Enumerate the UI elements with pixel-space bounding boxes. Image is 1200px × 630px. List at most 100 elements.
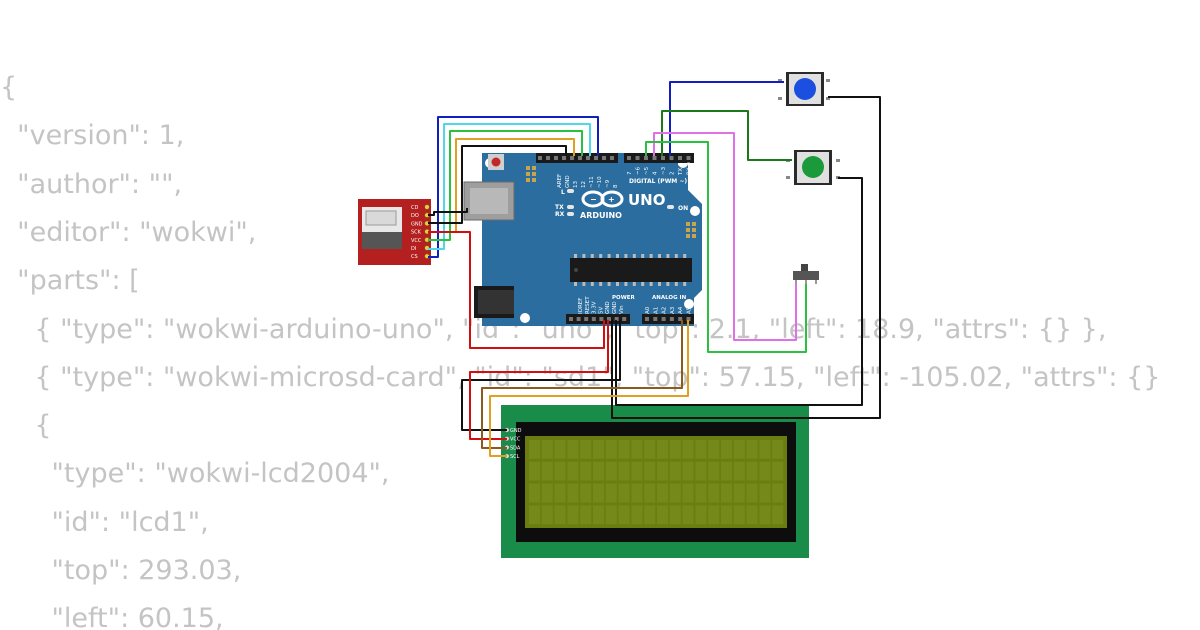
wire-button-green bbox=[661, 110, 792, 161]
code-line: "type": "wokwi-lcd2004", bbox=[0, 458, 390, 490]
wire-lcd-scl bbox=[489, 320, 689, 457]
pin-label: A3 bbox=[670, 306, 676, 314]
digital-label: DIGITAL (PWM ~) bbox=[629, 178, 687, 185]
usb-connector-inner bbox=[470, 188, 508, 214]
wire-sd-gnd bbox=[428, 145, 567, 224]
chip-notch bbox=[574, 268, 578, 272]
led-rx bbox=[567, 212, 574, 216]
pin-label: 12 bbox=[581, 181, 587, 188]
pin-label: ~3 bbox=[661, 166, 667, 175]
led-label-rx: RX bbox=[555, 211, 565, 218]
sd-pin-label: CS bbox=[411, 254, 418, 260]
pin-label: 13 bbox=[573, 181, 579, 188]
power-label: POWER bbox=[612, 295, 636, 301]
pin-label: A0 bbox=[645, 306, 651, 314]
pin-label: RX 0 bbox=[687, 162, 693, 175]
mount-hole bbox=[690, 206, 700, 216]
wires bbox=[428, 81, 881, 457]
code-line: "author": "", bbox=[0, 168, 183, 200]
pin-label: A2 bbox=[662, 307, 668, 314]
model-label: UNO bbox=[628, 191, 666, 209]
sd-card-body bbox=[362, 232, 402, 249]
wire-sd-cd bbox=[428, 231, 605, 349]
button-cap-blue[interactable] bbox=[794, 78, 816, 100]
sd-slot-top bbox=[365, 210, 397, 226]
pin-label: ~11 bbox=[589, 176, 595, 188]
code-line: "top": 293.03, bbox=[0, 555, 242, 586]
lcd-character-grid bbox=[529, 440, 784, 525]
button-cap-green[interactable] bbox=[802, 156, 824, 178]
pin-label: ~6 bbox=[636, 166, 642, 175]
pin-label: ~10 bbox=[597, 176, 603, 188]
icsp-header bbox=[526, 166, 536, 182]
pin-label: 2 bbox=[670, 172, 676, 176]
wire-switch-green bbox=[645, 141, 807, 353]
code-line: "id": "lcd1", bbox=[0, 506, 209, 538]
wire-sd-di bbox=[428, 123, 591, 250]
logo-plus-icon: + bbox=[608, 195, 615, 204]
top-header-right[interactable] bbox=[624, 153, 694, 163]
led-label-tx: TX bbox=[555, 204, 564, 211]
pin-label: ~9 bbox=[605, 179, 611, 188]
logo-text: ARDUINO bbox=[580, 211, 622, 220]
pin-label: GND bbox=[612, 301, 618, 314]
pushbutton-green[interactable] bbox=[786, 150, 840, 185]
top-header-left[interactable] bbox=[536, 153, 618, 163]
pin-label: A5 bbox=[687, 306, 693, 314]
arduino-logo: − + bbox=[581, 190, 624, 208]
sd-pin-label: SCK bbox=[411, 230, 422, 236]
code-line: "left": 60.15, bbox=[0, 603, 224, 630]
pin-label: 8 bbox=[613, 184, 619, 188]
sd-pin-label: DO bbox=[411, 213, 419, 219]
pin-label: AREF bbox=[557, 174, 563, 188]
switch-knob[interactable] bbox=[801, 264, 808, 272]
wire-sd-do bbox=[428, 208, 468, 216]
pin-label: TX 1 bbox=[678, 163, 684, 176]
sd-pin-label: VCC bbox=[411, 238, 422, 244]
wire-lcd-gnd bbox=[461, 320, 621, 431]
pin-label: RESET bbox=[585, 296, 591, 314]
code-line: "version": 1, bbox=[0, 120, 185, 152]
pushbutton-blue[interactable] bbox=[778, 72, 830, 106]
pin-label: 4 bbox=[653, 171, 659, 175]
chip-legs bbox=[574, 254, 687, 286]
led-tx bbox=[567, 205, 574, 209]
lcd-pin-label: VCC bbox=[510, 437, 521, 443]
pin-label: Vin bbox=[619, 305, 625, 314]
mount-hole bbox=[520, 313, 530, 323]
power-header[interactable] bbox=[566, 314, 630, 324]
pin-label: GND bbox=[605, 301, 611, 314]
sd-pin-label: DI bbox=[411, 246, 416, 252]
pin-label: A1 bbox=[653, 307, 659, 314]
microsd-card-module[interactable]: CD DO GND SCK VCC DI CS bbox=[358, 199, 431, 265]
pin-label: 5V bbox=[598, 307, 604, 314]
pin-label: ~5 bbox=[644, 166, 650, 175]
wire-switch-pink bbox=[653, 132, 797, 341]
code-line: { "type": "wokwi-microsd-card", "id": "s… bbox=[0, 361, 1166, 393]
analog-header[interactable] bbox=[642, 314, 694, 324]
icsp-header-right bbox=[686, 222, 696, 238]
reset-button[interactable] bbox=[491, 157, 501, 167]
header-pins bbox=[538, 156, 691, 321]
pin-label: GND bbox=[565, 175, 571, 188]
code-line: "editor": "wokwi", bbox=[0, 216, 257, 248]
sd-pin-label: CD bbox=[411, 205, 418, 211]
mount-hole bbox=[684, 299, 694, 309]
led-on bbox=[667, 205, 674, 209]
sd-pin-label: GND bbox=[411, 221, 423, 227]
slide-switch[interactable] bbox=[793, 264, 819, 284]
wire-button-green-gnd bbox=[615, 177, 863, 406]
power-jack-inner bbox=[478, 290, 514, 314]
pin-label: A4 bbox=[678, 306, 684, 314]
logo-minus-icon: − bbox=[590, 195, 597, 204]
code-line: { bbox=[0, 72, 18, 103]
pin-label: 7 bbox=[627, 171, 633, 175]
sd-pin-cd[interactable] bbox=[424, 204, 430, 210]
atmega-chip bbox=[570, 258, 692, 282]
lcd-pin-label: GND bbox=[510, 428, 522, 434]
